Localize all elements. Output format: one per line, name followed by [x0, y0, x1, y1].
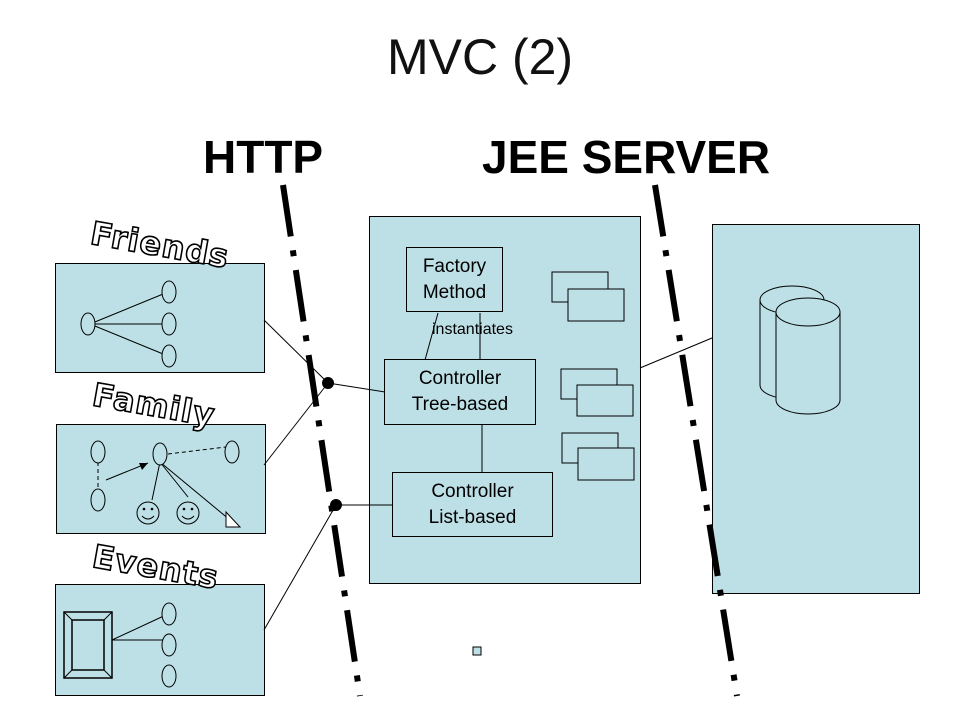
calendar-frame-icon — [63, 611, 113, 679]
document-stack-icon — [560, 368, 634, 417]
events-graph-icon — [111, 602, 177, 688]
friends-connector — [263, 319, 329, 384]
http-heading: HTTP — [203, 131, 324, 183]
controller-tree-line2: Tree-based — [411, 394, 509, 415]
factory-method-line1: Factory — [422, 256, 487, 277]
factory-method-box: Factory Method — [406, 247, 503, 312]
jee-server-heading: JEE SERVER — [482, 131, 771, 183]
controller-list-box: Controller List-based — [392, 472, 553, 537]
database-panel — [712, 224, 920, 594]
marker-square — [472, 646, 482, 656]
controller-list-line2: List-based — [428, 507, 517, 528]
instantiates-line — [424, 312, 439, 361]
instantiates-label: instantiates — [432, 321, 513, 338]
list-port-dot — [330, 499, 342, 511]
tree-port-dot — [322, 377, 334, 389]
controller-tree-box: Controller Tree-based — [384, 359, 536, 425]
http-boundary-line — [280, 184, 363, 697]
factory-method-line2: Method — [422, 282, 487, 303]
document-stack-icon — [561, 432, 635, 481]
slide-title: MVC (2) — [386, 29, 574, 85]
smiley-face-icon — [176, 501, 200, 525]
family-tree-icon — [90, 440, 242, 528]
document-stack-icon — [551, 271, 625, 322]
smiley-face-icon — [136, 501, 160, 525]
controller-tree-line1: Controller — [418, 368, 502, 389]
events-connector — [263, 504, 337, 631]
tree-controller-connector — [327, 382, 386, 393]
database-cylinder-icon — [775, 297, 841, 415]
server-to-database-line — [639, 337, 713, 369]
family-connector — [263, 382, 329, 466]
controller-list-line1: Controller — [431, 481, 514, 502]
friends-graph-icon — [80, 280, 177, 368]
server-boundary-line — [652, 184, 740, 697]
